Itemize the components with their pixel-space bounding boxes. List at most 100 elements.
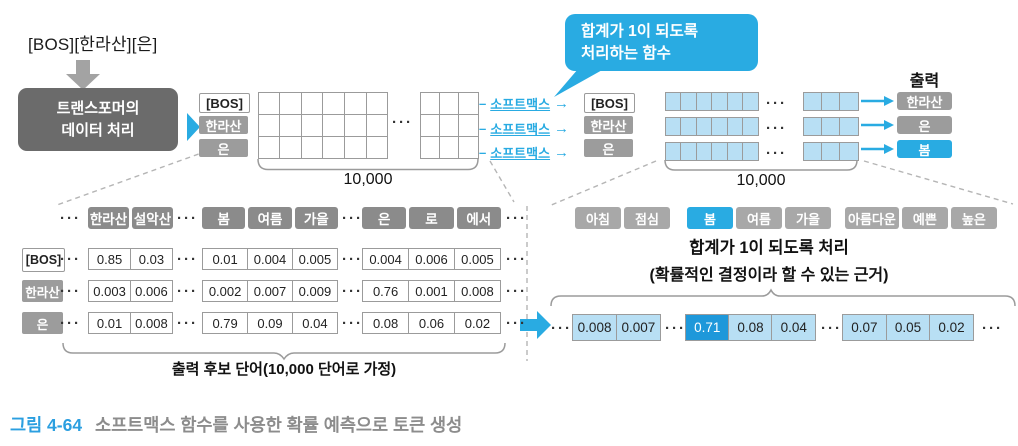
input-label-hallasan: 한라산 <box>199 116 248 134</box>
softmax-row: – 소프트맥스 → <box>479 143 583 162</box>
ellipsis: ··· <box>506 251 527 268</box>
word-chip: 여름 <box>736 207 782 229</box>
output-label: 은 <box>897 116 952 134</box>
table-row: 0.85 0.03 <box>88 248 174 270</box>
word-chip: 높은 <box>950 207 997 229</box>
prob-cell: 0.003 <box>88 280 132 302</box>
table-row: 0.01 0.004 0.005 <box>202 248 339 270</box>
grid-cell <box>742 141 759 161</box>
result-cell: 0.02 <box>929 314 974 341</box>
grid-cell <box>458 113 479 137</box>
grid-cell <box>458 135 479 159</box>
softmax-arrow-icon: → <box>554 144 570 161</box>
result-cell: 0.008 <box>572 314 618 341</box>
softmax-label: 소프트맥스 <box>490 97 551 112</box>
grid-cell <box>664 141 681 161</box>
transformer-box-line2: 데이터 처리 <box>61 121 135 139</box>
vocab-header: 은 <box>362 207 407 229</box>
input-label-bos: [BOS] <box>199 93 250 113</box>
callout-line2: 처리하는 함수 <box>581 44 671 62</box>
ellipsis: ··· <box>982 320 1003 337</box>
grid-cell <box>711 91 728 111</box>
ellipsis: ··· <box>506 283 527 300</box>
table-row: 0.79 0.09 0.04 <box>202 312 339 334</box>
table-row-label: [BOS] <box>22 248 65 272</box>
grid-cell <box>279 113 302 137</box>
grid-cell <box>365 135 389 159</box>
word-chip: 예쁜 <box>901 207 948 229</box>
vocab-header: 로 <box>409 207 454 229</box>
result-note-line2: (확률적인 결정이라 할 수 있는 근거) <box>649 267 889 284</box>
grid-size-label-right: 10,000 <box>736 172 786 189</box>
prob-cell: 0.009 <box>291 280 339 302</box>
grid-cell <box>257 113 281 137</box>
output-label: 한라산 <box>897 92 952 110</box>
prob-cell: 0.03 <box>129 248 174 270</box>
prob-cell: 0.007 <box>246 280 294 302</box>
ellipsis: ··· <box>506 210 527 227</box>
grid-cell <box>802 116 822 136</box>
grid-cell <box>458 91 479 115</box>
table-row-label: 한라산 <box>22 280 63 302</box>
ellipsis: ··· <box>60 315 81 332</box>
logits-grid-right <box>419 91 479 159</box>
grid-cell <box>664 91 681 111</box>
ellipsis: ··· <box>342 210 363 227</box>
grid-cell <box>322 113 346 137</box>
grid-cell <box>300 113 324 137</box>
vocab-header: 한라산 <box>88 207 129 229</box>
table-row: 0.004 0.006 0.005 <box>362 248 502 270</box>
word-chip-group: 아름다운 예쁜 높은 <box>845 207 997 229</box>
ellipsis: ··· <box>60 210 81 227</box>
ellipsis: ··· <box>766 95 787 112</box>
grid-cell <box>726 141 743 161</box>
prob-cell: 0.08 <box>362 312 410 334</box>
prob-cell: 0.001 <box>407 280 456 302</box>
grid-cell <box>839 116 859 136</box>
table-row: 0.76 0.001 0.008 <box>362 280 502 302</box>
grid-cell <box>365 113 389 137</box>
ellipsis: ··· <box>821 320 842 337</box>
transformer-box: 트랜스포머의 데이터 처리 <box>18 88 178 151</box>
word-chip: 점심 <box>624 207 670 229</box>
softmax-arrow-icon: → <box>554 95 570 112</box>
result-cell: 0.08 <box>728 314 773 341</box>
grid-cell <box>257 91 281 115</box>
softmax-arrow-icon: → <box>554 120 570 137</box>
softmax-label: 소프트맥스 <box>490 122 551 137</box>
output-title: 출력 <box>909 73 940 90</box>
vocab-header: 봄 <box>202 207 246 229</box>
grid-cell <box>365 91 389 115</box>
softmax-row: – 소프트맥스 → <box>479 94 583 113</box>
softmax-dash: – <box>479 96 487 111</box>
grid-cell <box>839 91 859 111</box>
figure-caption-text: 소프트맥스 함수를 사용한 확률 예측으로 토큰 생성 <box>94 415 463 435</box>
grid-cell <box>839 141 859 161</box>
prob-cell: 0.002 <box>202 280 249 302</box>
word-chip: 가을 <box>785 207 831 229</box>
prob-grid <box>802 116 859 136</box>
prob-cell: 0.02 <box>453 312 502 334</box>
result-row: 0.71 0.08 0.04 <box>685 314 816 341</box>
grid-cell <box>820 116 841 136</box>
prob-cell: 0.01 <box>88 312 132 334</box>
grid-cell <box>300 135 324 159</box>
prob-grid <box>664 141 759 161</box>
prob-grid <box>664 116 759 136</box>
grid-cell <box>802 91 822 111</box>
grid-cell <box>300 91 324 115</box>
prob-grid <box>802 141 859 161</box>
logits-grid-left <box>257 91 389 159</box>
prob-cell: 0.006 <box>129 280 174 302</box>
grid-cell <box>742 116 759 136</box>
softmax-dash: – <box>479 145 487 160</box>
prob-cell: 0.005 <box>291 248 339 270</box>
grid-cell <box>344 113 367 137</box>
table-row-label: 은 <box>22 312 63 334</box>
prob-cell: 0.06 <box>407 312 456 334</box>
prob-cell: 0.76 <box>362 280 410 302</box>
ellipsis: ··· <box>551 320 572 337</box>
prob-grid <box>802 91 859 111</box>
grid-cell <box>695 141 712 161</box>
